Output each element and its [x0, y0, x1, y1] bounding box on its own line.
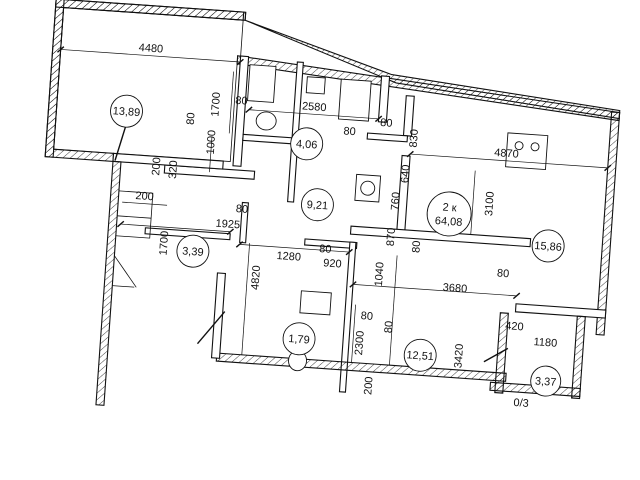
dim-3680: 3680 — [442, 282, 467, 296]
dim-4480: 4480 — [138, 42, 163, 56]
dim-1925: 1925 — [215, 218, 240, 232]
dim-420: 420 — [505, 320, 524, 333]
dim-1280: 1280 — [276, 250, 301, 264]
wall-h-lower — [514, 303, 607, 319]
wall-mid-top — [377, 75, 391, 123]
dim-760: 760 — [389, 192, 402, 211]
dim-80-mid: 80 — [410, 240, 423, 253]
dim-80a: 80 — [235, 95, 248, 108]
dim-1180: 1180 — [533, 336, 557, 350]
dimension-lines — [60, 49, 608, 366]
bathtub-1 — [247, 64, 277, 103]
dim-80-bath2: 80 — [360, 310, 373, 323]
dim-830: 830 — [408, 129, 421, 148]
wall-closet — [366, 132, 409, 143]
wall-bath1 — [242, 133, 296, 145]
stove-burner-2 — [530, 142, 540, 152]
dim-80-hall: 80 — [235, 203, 248, 216]
entrance-corridor — [95, 160, 122, 406]
wall-bath2-right — [338, 241, 357, 393]
area-room-8: 3,37 — [535, 375, 557, 388]
room-circle-3 — [301, 188, 334, 222]
room-circle-2 — [290, 127, 324, 161]
dim-3100: 3100 — [483, 191, 497, 216]
dim-2300: 2300 — [353, 330, 367, 355]
dim-200b: 200 — [135, 190, 154, 203]
bath2-tub — [299, 290, 332, 316]
wall-kitchen-top — [232, 55, 250, 167]
east-wall — [595, 111, 621, 336]
room-circle-6 — [282, 322, 316, 356]
wall-bath2 — [304, 238, 358, 250]
area-room-1: 13,89 — [112, 105, 140, 119]
dim-4820: 4820 — [249, 265, 263, 290]
toilet-1 — [255, 111, 277, 131]
plan-body: 13,89 4,06 9,21 2 к 64,08 15,86 3,39 1,7… — [44, 0, 621, 410]
dim-320: 320 — [167, 160, 180, 179]
dim-640: 640 — [399, 164, 412, 183]
dim-1700a: 1700 — [209, 92, 223, 117]
dim-1040: 1040 — [373, 262, 387, 287]
dim-1000: 1000 — [205, 130, 219, 155]
stair-steps — [112, 215, 152, 288]
dim-80c: 80 — [380, 117, 393, 130]
stair-area — [115, 190, 154, 239]
dim-80-left: 80 — [185, 112, 198, 125]
living-room-outline — [53, 7, 244, 162]
apartment-total-area: 64,08 — [434, 215, 462, 229]
room-8-note: 0/3 — [513, 397, 529, 410]
dim-2580: 2580 — [302, 100, 327, 114]
dim-80b: 80 — [343, 125, 356, 138]
north-wall — [55, 0, 245, 21]
dim-80-right: 80 — [497, 267, 510, 280]
washer-drum — [360, 180, 376, 196]
dim-870: 870 — [385, 227, 398, 246]
dim-200a: 200 — [150, 157, 163, 176]
wall-west-lower — [210, 272, 227, 359]
pointer-3 — [483, 347, 509, 363]
dim-80-bath2b: 80 — [383, 321, 396, 334]
outer-wall-top — [236, 55, 621, 122]
wall-balcony-left — [494, 312, 509, 394]
area-room-4: 15,86 — [534, 240, 562, 254]
room-circle-5 — [176, 234, 210, 268]
area-room-6: 1,79 — [288, 333, 310, 346]
dim-1700b: 1700 — [158, 231, 172, 256]
area-room-5: 3,39 — [182, 245, 204, 258]
dim-920: 920 — [323, 257, 342, 270]
dimension-ticks — [56, 46, 612, 300]
apartment-type: 2 к — [442, 201, 457, 214]
stove-burner-1 — [514, 141, 524, 151]
wall-balcony-right — [571, 315, 586, 400]
west-wall — [44, 0, 65, 158]
bathtub-2 — [338, 78, 372, 122]
pointer-2 — [196, 311, 226, 345]
dim-3420: 3420 — [452, 343, 466, 368]
wall-hall-2 — [112, 152, 224, 170]
dim-200c: 200 — [362, 376, 375, 395]
area-room-3: 9,21 — [306, 199, 328, 212]
area-room-2: 4,06 — [296, 138, 318, 151]
dimension-labels: 4480 2580 4870 80 80 80 1700 80 1000 830… — [135, 42, 558, 395]
room-circle-7 — [403, 338, 437, 372]
room-circle-4 — [531, 229, 565, 263]
pointer-1 — [114, 126, 127, 161]
dim-80-top-bath: 80 — [319, 243, 332, 256]
dim-4870: 4870 — [494, 147, 519, 161]
room-circle-8 — [530, 365, 562, 397]
wall-bath2-top — [239, 201, 249, 244]
room-circle-apt — [426, 191, 472, 237]
kitchen-counter — [505, 132, 549, 171]
sink-1 — [305, 76, 326, 95]
area-room-7: 12,51 — [406, 349, 434, 363]
